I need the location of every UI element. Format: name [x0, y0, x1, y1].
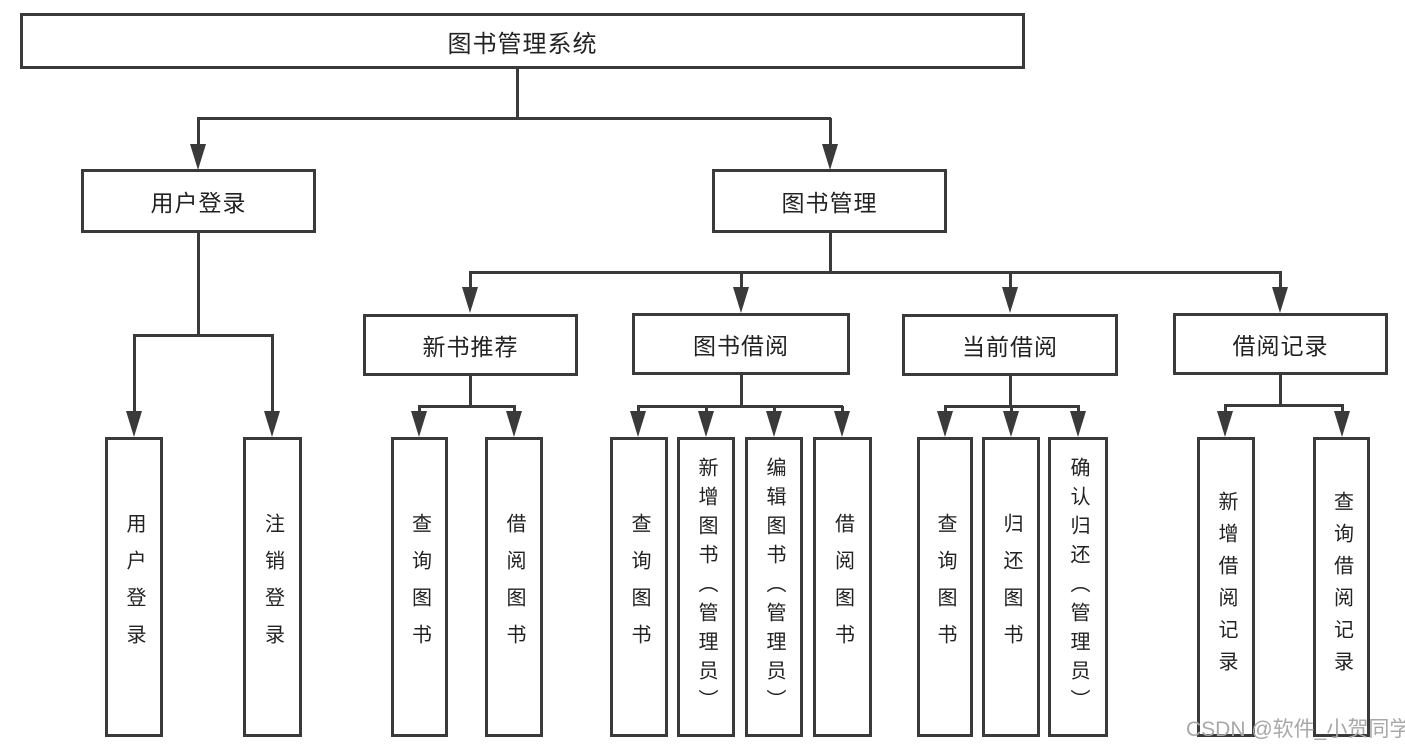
connector-line — [516, 69, 519, 118]
leaf-query-books-current: 查询图书 — [917, 437, 973, 737]
leaf-borrow-books-borrowing: 借阅图书 — [813, 437, 872, 737]
arrow-down-icon — [1272, 287, 1288, 313]
node-label: 新书推荐 — [422, 334, 519, 360]
node-label: 借阅记录 — [1232, 333, 1329, 359]
leaf-return-books: 归还图书 — [982, 437, 1040, 737]
connector-line — [133, 335, 136, 412]
leaf-label: 查询图书 — [934, 513, 956, 661]
leaf-label: 新增图书（管理员） — [695, 456, 717, 718]
connector-line — [418, 405, 516, 408]
connector-line — [829, 232, 832, 273]
leaf-label: 借阅图书 — [831, 513, 854, 661]
connector-line — [841, 406, 844, 414]
leaf-label: 查询借阅记录 — [1330, 491, 1353, 683]
leaf-label: 确认归还（管理员） — [1067, 456, 1089, 718]
leaf-label: 用户登录 — [123, 513, 145, 661]
node-label: 图书管理系统 — [447, 30, 598, 58]
leaf-label: 注销登录 — [261, 513, 284, 661]
leaf-label: 借阅图书 — [503, 513, 525, 661]
connector-line — [271, 335, 274, 412]
arrow-down-icon — [1003, 411, 1019, 437]
arrow-down-icon — [190, 144, 206, 170]
node-label: 当前借阅 — [962, 334, 1058, 360]
node-borrowing-records: 借阅记录 — [1173, 313, 1388, 375]
connector-line — [1279, 374, 1282, 407]
connector-line — [1224, 405, 1227, 414]
arrow-down-icon — [834, 411, 850, 437]
leaf-edit-books-admin: 编辑图书（管理员） — [745, 437, 803, 737]
arrow-down-icon — [1002, 287, 1018, 313]
leaf-query-books-recommend: 查询图书 — [391, 437, 448, 737]
connector-line — [637, 406, 640, 414]
connector-line — [133, 334, 274, 337]
node-book-management: 图书管理 — [712, 169, 947, 233]
connector-line — [1009, 375, 1012, 407]
arrow-down-icon — [630, 411, 646, 437]
connector-line — [469, 375, 472, 407]
node-current-borrowing: 当前借阅 — [902, 314, 1118, 376]
arrow-down-icon — [1217, 411, 1233, 437]
node-book-borrowing: 图书借阅 — [632, 313, 850, 375]
arrow-down-icon — [126, 411, 142, 437]
leaf-confirm-return-admin: 确认归还（管理员） — [1048, 437, 1108, 737]
node-user-login: 用户登录 — [81, 169, 316, 233]
arrow-down-icon — [462, 287, 478, 313]
connector-line — [197, 117, 831, 120]
leaf-borrow-books-recommend: 借阅图书 — [485, 437, 543, 737]
connector-line — [418, 406, 421, 414]
connector-line — [705, 406, 708, 414]
leaf-label: 新增借阅记录 — [1215, 491, 1237, 683]
arrow-down-icon — [766, 411, 782, 437]
node-label: 图书借阅 — [693, 333, 789, 359]
connector-line — [1279, 272, 1282, 289]
connector-line — [469, 271, 1282, 274]
connector-line — [1224, 404, 1344, 407]
arrow-down-icon — [822, 144, 838, 170]
connector-line — [469, 272, 472, 289]
node-root: 图书管理系统 — [20, 13, 1025, 69]
arrow-down-icon — [733, 287, 749, 313]
arrow-down-icon — [1070, 411, 1086, 437]
connector-line — [1009, 272, 1012, 289]
connector-line — [1341, 405, 1344, 414]
arrow-down-icon — [411, 411, 427, 437]
connector-line — [829, 118, 832, 146]
connector-line — [637, 405, 843, 408]
node-new-book-recommendation: 新书推荐 — [363, 314, 578, 376]
leaf-query-books-borrowing: 查询图书 — [610, 437, 668, 737]
connector-line — [1077, 406, 1080, 414]
leaf-label: 编辑图书（管理员） — [763, 456, 785, 718]
leaf-user-login: 用户登录 — [105, 437, 163, 737]
leaf-label: 归还图书 — [1000, 513, 1022, 661]
arrow-down-icon — [1334, 411, 1350, 437]
node-label: 用户登录 — [150, 190, 247, 216]
connector-line — [944, 406, 947, 414]
connector-line — [1010, 406, 1013, 414]
arrow-down-icon — [698, 411, 714, 437]
leaf-label: 查询图书 — [408, 513, 431, 661]
connector-line — [773, 406, 776, 414]
watermark: CSDN @软件_小贺同学 — [1186, 718, 1405, 741]
connector-line — [197, 118, 200, 146]
arrow-down-icon — [506, 411, 522, 437]
connector-line — [197, 232, 200, 335]
connector-line — [740, 374, 743, 407]
connector-line — [740, 272, 743, 289]
leaf-add-borrow-record: 新增借阅记录 — [1197, 437, 1255, 737]
leaf-label: 查询图书 — [628, 513, 650, 661]
arrow-down-icon — [264, 411, 280, 437]
leaf-query-borrow-record: 查询借阅记录 — [1313, 437, 1370, 737]
node-label: 图书管理 — [781, 190, 878, 216]
leaf-logout-login: 注销登录 — [243, 437, 302, 737]
arrow-down-icon — [937, 411, 953, 437]
connector-line — [513, 406, 516, 414]
leaf-add-books-admin: 新增图书（管理员） — [677, 437, 735, 737]
